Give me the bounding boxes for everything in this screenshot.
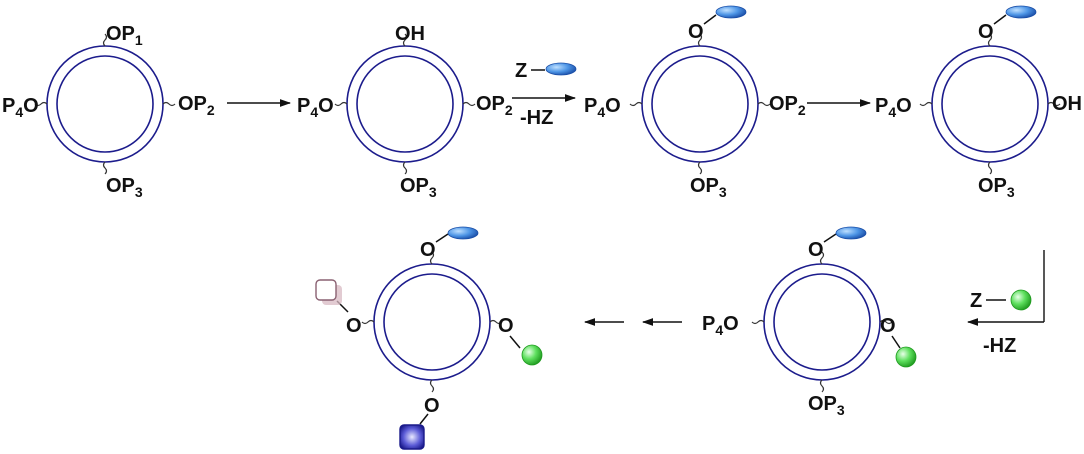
blue-ellipse-icon (545, 62, 577, 76)
o-bond (703, 14, 717, 25)
wavy-bond (751, 319, 765, 325)
wavy-bond (429, 251, 435, 265)
label-o: O (424, 395, 440, 417)
green-sphere-icon (895, 346, 917, 368)
label-o: O (688, 21, 704, 43)
molecule-4: O OH OP3 P4O (875, 5, 1082, 200)
label-op1: OP1 (106, 23, 143, 48)
molecule-3: O OP2 OP3 P4O (584, 5, 806, 200)
label-op2: OP2 (476, 93, 513, 118)
blue-square-icon (399, 424, 425, 450)
label-z: Z (970, 290, 982, 312)
label-hz: -HZ (983, 335, 1016, 357)
ring-outer-4 (931, 45, 1049, 163)
ring-inner-3 (651, 55, 749, 153)
label-hz: -HZ (520, 107, 553, 129)
label-o: O (346, 315, 362, 337)
wavy-bond (757, 101, 771, 107)
label-p4o: P4O (875, 95, 912, 120)
ring-inner-2 (356, 55, 454, 153)
o-bond (419, 413, 429, 425)
label-op3: OP3 (978, 175, 1015, 200)
green-sphere-icon (1010, 289, 1032, 311)
label-op2: OP2 (769, 93, 806, 118)
label-p4o: P4O (584, 95, 621, 120)
o-bond (993, 14, 1007, 25)
blue-ellipse-icon (715, 5, 747, 19)
ring-outer-2 (346, 45, 464, 163)
ring-inner-1 (56, 55, 154, 153)
green-sphere-icon (521, 344, 543, 366)
wavy-bond (697, 33, 703, 47)
ring-outer-1 (46, 45, 164, 163)
molecule-2: OH OP2 OP3 P4O (297, 23, 513, 200)
wavy-bond (987, 33, 993, 47)
wavy-bond (462, 101, 476, 107)
label-op3: OP3 (106, 175, 143, 200)
blue-ellipse-icon (1005, 5, 1037, 19)
ring-inner-4 (941, 55, 1039, 153)
label-p4o: P4O (297, 95, 334, 120)
wavy-bond (697, 161, 703, 175)
reagent-step-2: Z -HZ (966, 250, 1045, 357)
mauve-square-icon (315, 279, 337, 301)
molecule-5: O O OP3 P4O (702, 226, 917, 418)
wavy-bond (334, 101, 348, 107)
wavy-bond (102, 33, 108, 47)
o-bond (435, 233, 449, 243)
ring-inner-5 (773, 273, 871, 371)
wavy-bond (402, 161, 408, 175)
label-op3: OP3 (690, 175, 727, 200)
o-bond (891, 335, 901, 349)
wavy-bond (429, 379, 435, 393)
wavy-bond (489, 319, 503, 325)
label-o: O (808, 239, 824, 261)
label-p4o: P4O (702, 313, 739, 338)
label-oh: OH (395, 23, 425, 45)
wavy-bond (34, 101, 48, 107)
wavy-bond (629, 101, 643, 107)
wavy-bond (919, 101, 933, 107)
ring-outer-6 (373, 263, 491, 381)
label-p4o: P4O (2, 95, 39, 120)
molecule-1: OP1 OP2 OP3 P4O (2, 23, 215, 200)
wavy-bond (102, 161, 108, 175)
ring-inner-6 (383, 273, 481, 371)
blue-ellipse-icon (835, 226, 867, 240)
wavy-bond (162, 101, 176, 107)
label-op3: OP3 (808, 393, 845, 418)
wavy-bond (402, 33, 408, 47)
label-o: O (978, 21, 994, 43)
label-op2: OP2 (178, 93, 215, 118)
wavy-bond (819, 251, 825, 265)
o-bond (509, 335, 521, 349)
o-bond (823, 233, 837, 243)
wavy-bond (819, 379, 825, 393)
wavy-bond (879, 319, 893, 325)
wavy-bond (1047, 101, 1061, 107)
ring-outer-5 (763, 263, 881, 381)
label-o: O (880, 315, 896, 337)
ring-outer-3 (641, 45, 759, 163)
reagent-step-1: Z -HZ (512, 60, 577, 129)
blue-ellipse-icon (447, 226, 479, 240)
label-oh: OH (1052, 93, 1082, 115)
molecule-6: O O O O (315, 226, 543, 450)
label-z: Z (515, 60, 527, 82)
label-op3: OP3 (400, 175, 437, 200)
wavy-bond (361, 319, 375, 325)
label-o: O (498, 315, 514, 337)
wavy-bond (987, 161, 993, 175)
label-o: O (420, 239, 436, 261)
